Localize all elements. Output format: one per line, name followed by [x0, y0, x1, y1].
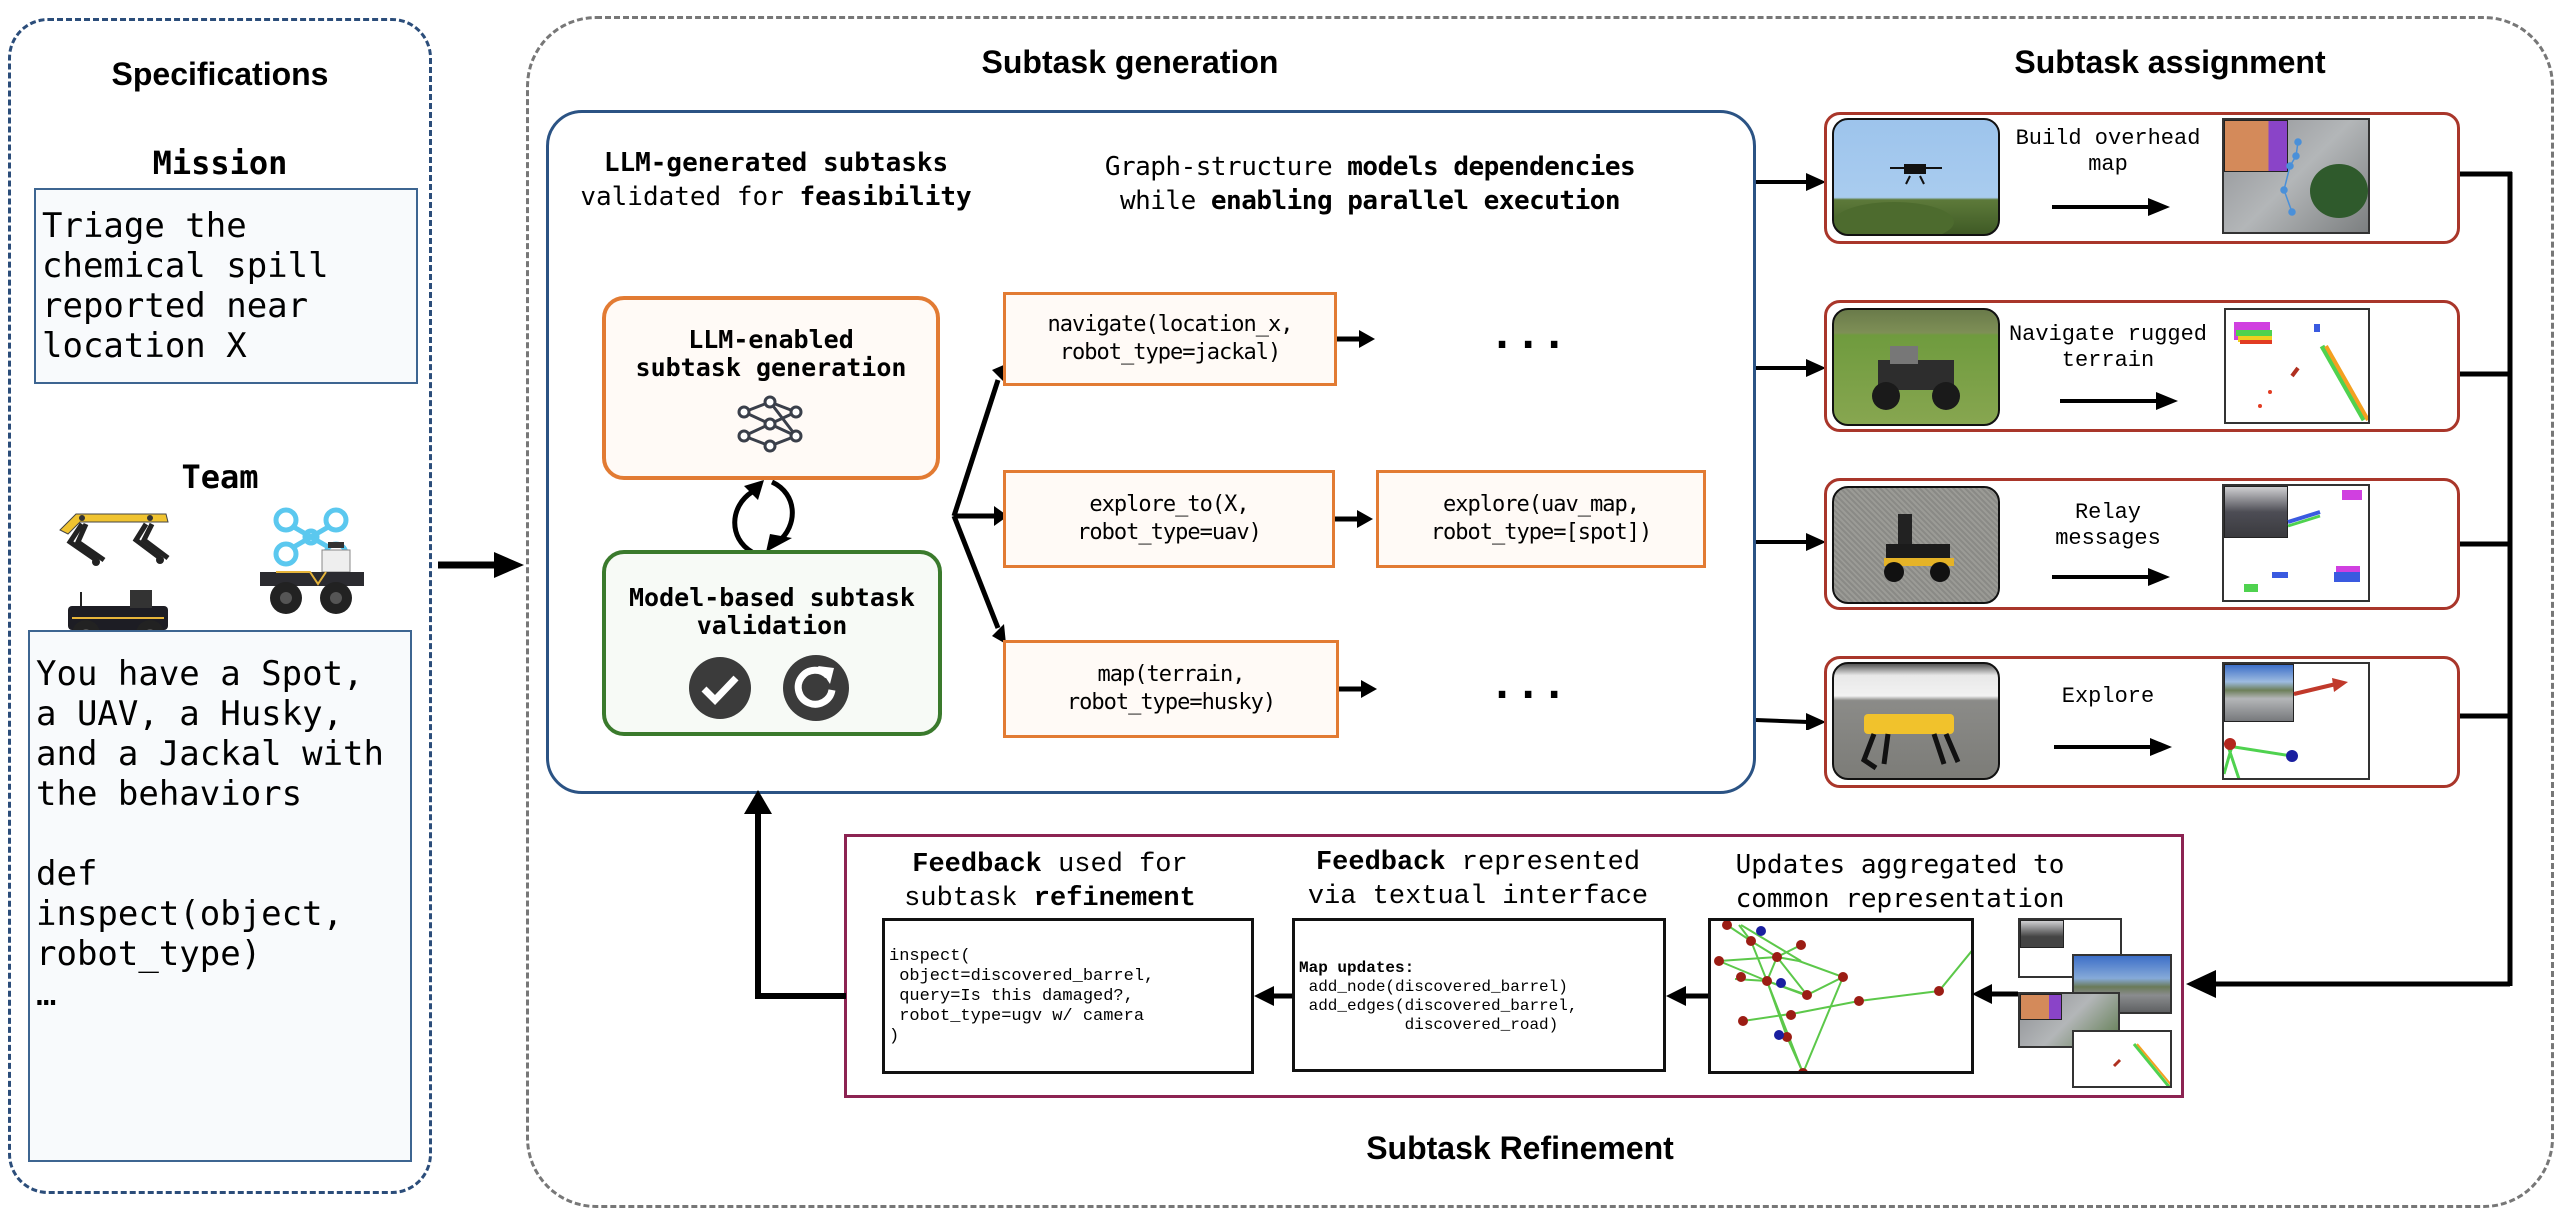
textual-to-refinement-arrow	[1254, 986, 1292, 1006]
specifications-panel	[8, 18, 432, 1194]
assignment-label-spot: Explore	[2061, 684, 2155, 709]
assignment-arrow-uav	[2052, 198, 2170, 216]
husky-pointcloud-visual	[2224, 308, 2370, 424]
spec-to-generation-arrow	[438, 552, 524, 578]
assignment-arrow-jackal	[2052, 568, 2170, 586]
updates-aggregated-caption: Updates aggregated to common representat…	[1735, 850, 2065, 914]
subtask-generation-title: Subtask generation	[981, 44, 1279, 80]
jackal-robot-photo-icon	[1884, 514, 1954, 582]
generation-to-assignment-arrows	[1756, 173, 1826, 730]
stacked-view-husky-pointcloud	[2072, 1030, 2172, 1088]
ellipsis-1: ...	[1490, 312, 1569, 358]
model-based-validation-box	[602, 550, 942, 736]
jackal-pointcloud-visual	[2222, 484, 2370, 602]
branch-arrows	[951, 364, 1008, 644]
ellipsis-2: ...	[1490, 662, 1569, 708]
stacked-view-pointcloud-camera	[2018, 918, 2122, 978]
team-label: Team	[181, 458, 259, 496]
spot-robot-icon	[59, 513, 170, 566]
spot-photo	[1832, 662, 2000, 780]
uav-photo	[1832, 118, 2000, 236]
llm-box-title: LLM-enabled subtask generation	[635, 325, 907, 382]
husky-photo	[1832, 308, 2000, 426]
common-representation-graph	[1708, 918, 1974, 1074]
subtask-refinement-title: Subtask Refinement	[1366, 1130, 1674, 1166]
generation-caption-right: Graph-structure models dependencies whil…	[1104, 152, 1636, 216]
spot-graph-visual	[2222, 662, 2370, 780]
feedback-represented-caption: Feedback represented via textual interfa…	[1307, 848, 1649, 912]
overhead-map-visual	[2222, 118, 2370, 234]
task-explore-uav-map: explore(uav_map,robot_type=[spot])	[1376, 470, 1706, 568]
spot-robot-photo-icon	[1860, 714, 1961, 771]
task-arrow-2	[1335, 510, 1373, 528]
assignment-arrow-spot	[2054, 738, 2172, 756]
check-circle-icon	[689, 657, 751, 719]
generation-validation-cycle-arrows	[732, 480, 795, 554]
task-arrow-3	[1339, 680, 1377, 698]
team-behaviors-textbox: You have a Spot, a UAV, a Husky, and a J…	[28, 630, 412, 1162]
main-pipeline-panel	[526, 16, 2554, 1208]
map-updates-code-box: Map updates: add_node(discovered_barrel)…	[1292, 918, 1666, 1072]
husky-robot-icon	[260, 542, 364, 614]
task-arrow-1	[1337, 330, 1375, 348]
generation-caption-left: LLM-generated subtasks validated for fea…	[580, 148, 972, 212]
inspect-code-box: inspect( object=discovered_barrel, query…	[882, 918, 1254, 1074]
subtask-assignment-title: Subtask assignment	[2014, 44, 2326, 80]
graph-to-textual-arrow	[1666, 986, 1708, 1006]
jackal-photo	[1832, 486, 2000, 604]
refinement-to-generation-arrow	[744, 790, 846, 999]
task-map-terrain: map(terrain,robot_type=husky)	[1003, 640, 1339, 738]
task-navigate: navigate(location_x,robot_type=jackal)	[1003, 292, 1337, 386]
assignment-arrow-husky	[2060, 392, 2178, 410]
neural-network-icon	[737, 395, 803, 453]
views-to-graph-arrow	[1972, 984, 2018, 1004]
mission-textbox: Triage the chemical spill reported near …	[34, 188, 418, 384]
retry-circle-icon	[783, 655, 849, 721]
assignment-to-refinement-connector	[2186, 171, 2513, 998]
mission-label: Mission	[152, 144, 288, 182]
drone-flying-icon	[1834, 164, 1954, 234]
feedback-used-caption: Feedback used for subtask refinement	[904, 850, 1196, 914]
validation-box-title: Model-based subtask validation	[629, 583, 915, 640]
task-explore-to: explore_to(X,robot_type=uav)	[1003, 470, 1335, 568]
specifications-title: Specifications	[111, 56, 329, 92]
husky-robot-photo-icon	[1872, 346, 1960, 410]
